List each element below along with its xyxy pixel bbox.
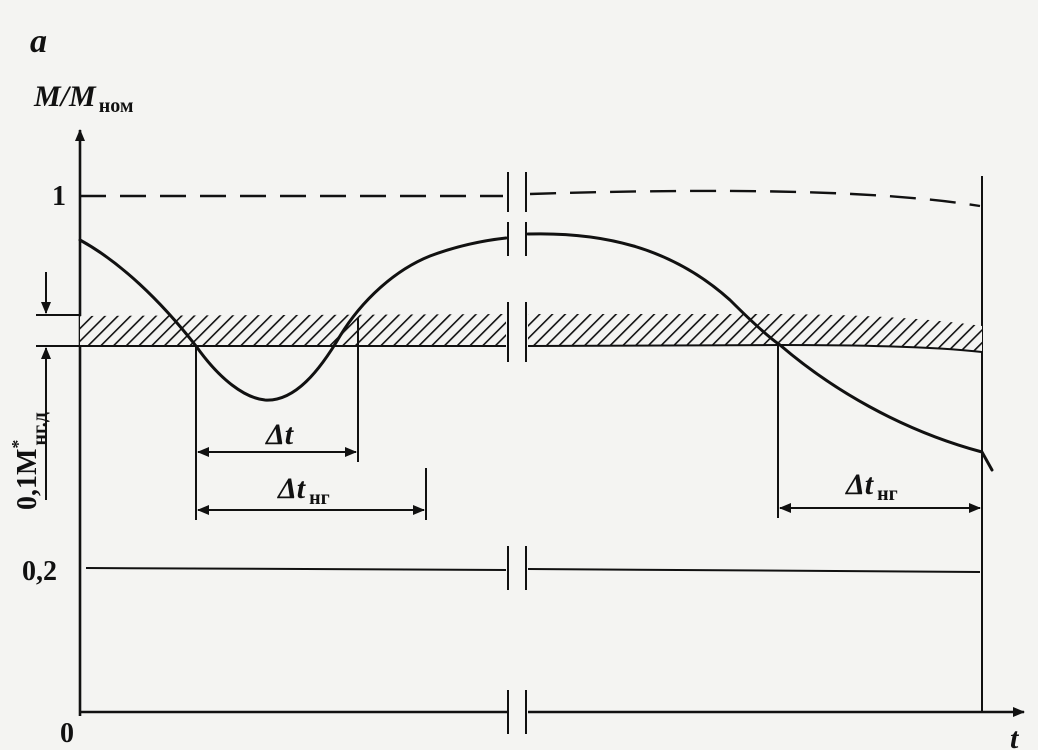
x-axis-label: t [1010,722,1020,750]
hatched-band-right [528,314,982,352]
delta-t-ng-sub-2: нг [877,483,898,505]
band-label-sup: * [8,440,28,449]
y-axis-label-main: M/M [33,80,97,113]
band-label-main: 0,1M [12,449,43,510]
delta-t-ng-main-2: Δt [845,468,875,501]
delta-t-ng-sub-1: нг [309,487,330,509]
delta-t-label: Δt [265,418,295,451]
delta-t-main: Δt [265,418,295,451]
band-bottom-line-right-tail [779,344,983,353]
band-label-sub: нг.д [29,412,51,445]
level-0-2-line-right [527,568,981,573]
load-curve-left [78,236,508,402]
y-tick-0-2: 0,2 [22,556,57,587]
band-bottom-line-right [527,344,781,347]
load-curve-right [526,232,994,472]
panel-label: a [30,23,47,60]
delta-t-ng-main-1: Δt [277,472,307,505]
hatched-band-left [80,314,506,346]
y-tick-1: 1 [52,181,66,212]
axis-break-marks [507,172,527,734]
level-0-2-line-left [85,567,507,571]
nominal-line-right [529,189,981,208]
y-axis-label-sub: ном [99,95,134,117]
band-label: 0,1M*нг.д [8,412,51,510]
y-tick-0: 0 [60,718,74,749]
